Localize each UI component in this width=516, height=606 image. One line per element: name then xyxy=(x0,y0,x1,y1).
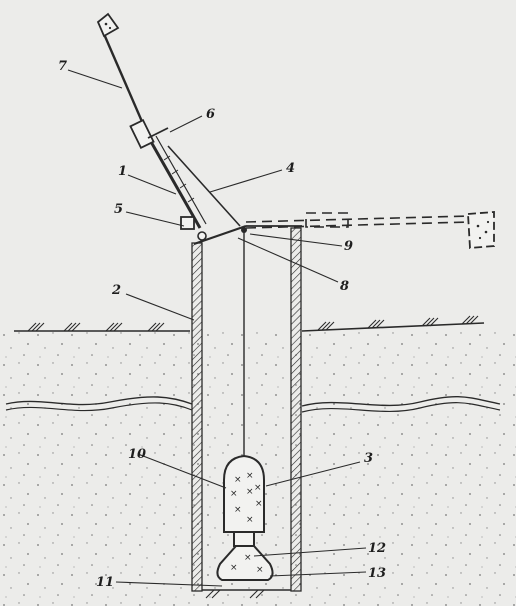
bailer-body xyxy=(216,545,274,581)
pulley xyxy=(241,227,247,233)
svg-text:×: × xyxy=(230,563,238,573)
svg-text:×: × xyxy=(234,505,242,515)
lifting-arm xyxy=(148,139,202,229)
hinge-block xyxy=(180,216,195,230)
lowered-flag-dots xyxy=(476,220,490,240)
svg-text:×: × xyxy=(246,471,254,481)
svg-text:×: × xyxy=(255,499,263,509)
hinge-pin xyxy=(197,231,207,241)
label-11: 11 xyxy=(96,575,114,590)
casing-wall-left xyxy=(191,242,203,592)
svg-text:×: × xyxy=(254,483,262,493)
cable xyxy=(167,145,241,227)
lowered-position-dashed xyxy=(245,212,471,229)
svg-text:×: × xyxy=(256,565,264,575)
water-table-line-right xyxy=(301,395,501,407)
label-1: 1 xyxy=(118,164,127,179)
pole-flag xyxy=(96,12,120,38)
lifting-arm-edge xyxy=(155,135,207,225)
filter-fill-marks: ×× ××× ××× xyxy=(230,471,263,525)
casing-wall-right xyxy=(290,227,302,592)
filter-neck xyxy=(233,531,255,547)
well-bottom-hatch xyxy=(205,589,265,599)
label-6: 6 xyxy=(206,107,215,122)
leader-lines xyxy=(67,69,367,587)
water-table-line-2 xyxy=(5,402,193,412)
lifting-arm-hatch xyxy=(163,155,195,203)
ground-surface-right xyxy=(301,315,485,332)
clamp xyxy=(129,118,155,150)
top-beam xyxy=(193,224,247,246)
label-13: 13 xyxy=(368,566,386,581)
svg-text:×: × xyxy=(234,475,242,485)
label-7: 7 xyxy=(58,59,67,74)
water-table-line-right-2 xyxy=(301,402,501,413)
filter-body xyxy=(223,454,265,533)
label-3: 3 xyxy=(364,451,373,466)
svg-text:×: × xyxy=(230,489,238,499)
svg-text:×: × xyxy=(246,487,254,497)
svg-text:×: × xyxy=(244,553,252,563)
label-12: 12 xyxy=(368,541,386,556)
svg-text:×: × xyxy=(246,515,254,525)
label-10: 10 xyxy=(128,447,146,462)
label-2: 2 xyxy=(111,283,121,298)
label-5: 5 xyxy=(114,202,123,217)
bailer-fill-marks: × × × xyxy=(230,553,264,575)
label-8: 8 xyxy=(340,279,349,294)
ground-surface-left xyxy=(14,322,190,332)
water-table-line xyxy=(5,396,193,406)
lowered-flag xyxy=(467,211,495,249)
label-4: 4 xyxy=(286,161,295,176)
label-9: 9 xyxy=(344,239,353,254)
